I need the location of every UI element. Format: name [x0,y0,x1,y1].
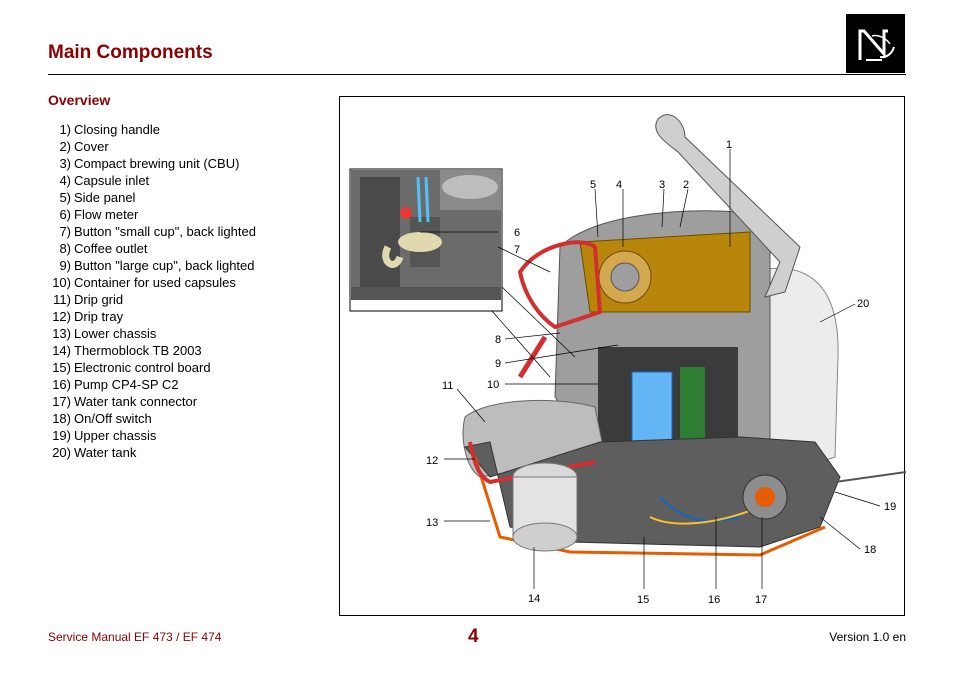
list-item: 18)On/Off switch [48,410,328,427]
footer-version: Version 1.0 en [829,630,906,644]
list-item-label: Upper chassis [74,428,157,443]
list-item-label: Coffee outlet [74,241,148,256]
list-item: 4)Capsule inlet [48,172,328,189]
list-item: 19)Upper chassis [48,427,328,444]
callout-18: 18 [864,544,876,556]
list-item-number: 2) [59,139,71,154]
list-item: 7)Button "small cup", back lighted [48,223,328,240]
list-item: 3)Compact brewing unit (CBU) [48,155,328,172]
list-item-number: 10) [52,275,71,290]
list-item: 20)Water tank [48,444,328,461]
callout-13: 13 [426,517,438,529]
list-item: 9)Button "large cup", back lighted [48,257,328,274]
list-item: 6)Flow meter [48,206,328,223]
list-item-number: 20) [52,445,71,460]
list-item: 16)Pump CP4-SP C2 [48,376,328,393]
callout-7: 7 [514,244,520,256]
list-item-number: 13) [52,326,71,341]
callout-3: 3 [659,179,665,191]
inset-connector-lines [491,286,576,378]
page-title: Main Components [48,42,213,63]
list-item: 17)Water tank connector [48,393,328,410]
callout-9: 9 [495,358,501,370]
callout-19: 19 [884,501,896,513]
list-item-number: 16) [52,377,71,392]
header-rule [48,74,906,75]
callout-5: 5 [590,179,596,191]
list-item: 15)Electronic control board [48,359,328,376]
list-item-label: Capsule inlet [74,173,150,188]
list-item-number: 4) [59,173,71,188]
callout-20: 20 [857,298,869,310]
list-item-number: 3) [59,156,71,171]
callout-12: 12 [426,455,438,467]
list-item-label: Container for used capsules [74,275,236,290]
callout-16: 16 [708,594,720,606]
list-item-number: 14) [52,343,71,358]
callout-15: 15 [637,594,649,606]
list-item-label: Water tank connector [74,394,198,409]
components-cutaway-figure: 1 2 3 4 5 6 7 8 9 10 11 12 13 14 15 16 1… [339,96,906,616]
list-item-label: Electronic control board [74,360,211,375]
list-item-number: 8) [59,241,71,256]
list-item: 5)Side panel [48,189,328,206]
list-item-label: Thermoblock TB 2003 [74,343,202,358]
callout-4: 4 [616,179,622,191]
list-item: 14)Thermoblock TB 2003 [48,342,328,359]
callout-17: 17 [755,594,767,606]
list-item-label: Side panel [74,190,136,205]
list-item-label: Flow meter [74,207,139,222]
list-item: 1)Closing handle [48,121,328,138]
list-item: 12)Drip tray [48,308,328,325]
callout-6: 6 [514,227,520,239]
list-item: 8)Coffee outlet [48,240,328,257]
list-item-number: 9) [59,258,71,273]
list-item-label: Closing handle [74,122,161,137]
list-item-number: 19) [52,428,71,443]
list-item-label: Drip grid [74,292,124,307]
list-item: 11)Drip grid [48,291,328,308]
list-item-number: 5) [59,190,71,205]
callout-1: 1 [726,139,732,151]
callout-10: 10 [487,379,499,391]
list-item-label: Pump CP4-SP C2 [74,377,179,392]
list-item: 2)Cover [48,138,328,155]
list-item-label: Cover [74,139,109,154]
callout-11: 11 [442,380,453,392]
list-item-label: Water tank [74,445,137,460]
list-item-number: 1) [59,122,71,137]
list-item-label: Button "small cup", back lighted [74,224,256,239]
list-item-number: 18) [52,411,71,426]
list-item-number: 7) [59,224,71,239]
list-item-label: On/Off switch [74,411,152,426]
callout-2: 2 [683,179,689,191]
list-item-number: 15) [52,360,71,375]
list-item-label: Compact brewing unit (CBU) [74,156,240,171]
nespresso-logo-icon [846,14,905,73]
list-item-number: 6) [59,207,71,222]
callout-8: 8 [495,334,501,346]
callout-14: 14 [528,593,540,605]
list-item-number: 11) [53,292,71,307]
machine-illustration [462,114,906,557]
page-number: 4 [468,626,479,647]
callout-labels: 1 2 3 4 5 6 7 8 9 10 11 12 13 14 15 16 1… [426,139,896,606]
list-item-label: Button "large cup", back lighted [74,258,255,273]
flow-meter-inset [349,168,503,312]
list-item-number: 12) [52,309,71,324]
list-item-label: Lower chassis [74,326,157,341]
overview-heading: Overview [48,92,111,108]
list-item: 13)Lower chassis [48,325,328,342]
list-item-label: Drip tray [74,309,124,324]
footer-manual-title: Service Manual EF 473 / EF 474 [48,630,222,644]
list-item-number: 17) [52,394,71,409]
list-item: 10)Container for used capsules [48,274,328,291]
